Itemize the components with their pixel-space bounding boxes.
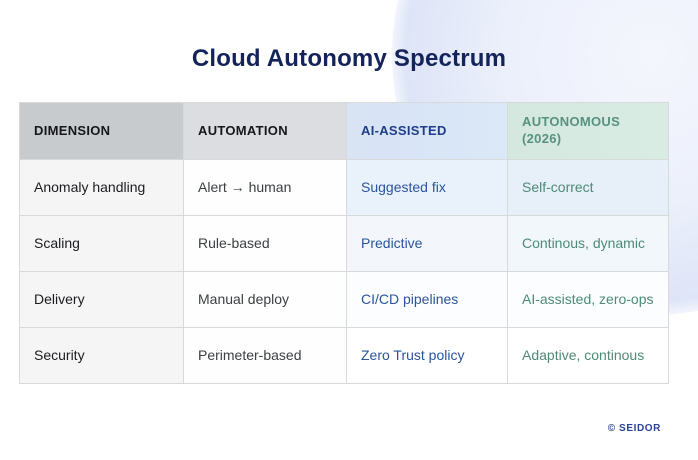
table-cell: Rule-based: [184, 216, 346, 271]
copyright-brand: © SEIDOR: [607, 423, 661, 434]
header-cell-autonomous: AUTONOMOUS (2026): [508, 103, 668, 159]
row-dimension-label: Delivery: [20, 272, 183, 327]
header-cell-automation: AUTOMATION: [184, 103, 346, 159]
row-dimension-label: Scaling: [20, 216, 183, 271]
table-cell: AI-assisted, zero-ops: [508, 272, 668, 327]
page-title: Cloud Autonomy Spectrum: [191, 45, 507, 72]
row-dimension-label: Anomaly handling: [20, 160, 183, 215]
comparison-table: DIMENSION AUTOMATION AI-ASSISTED AUTONOM…: [19, 102, 669, 384]
header-cell-ai-assisted: AI-ASSISTED: [347, 103, 507, 159]
table-cell: CI/CD pipelines: [347, 272, 507, 327]
table-cell: Adaptive, continous: [508, 328, 668, 383]
table-cell: Self-correct: [508, 160, 668, 215]
table-cell: Predictive: [347, 216, 507, 271]
row-dimension-label: Security: [20, 328, 183, 383]
table-cell: Alert → human: [184, 160, 346, 215]
table-cell: Zero Trust policy: [347, 328, 507, 383]
table-cell: Suggested fix: [347, 160, 507, 215]
table-cell: Perimeter-based: [184, 328, 346, 383]
header-cell-dimension: DIMENSION: [20, 103, 183, 159]
table-cell: Manual deploy: [184, 272, 346, 327]
table-cell: Continous, dynamic: [508, 216, 668, 271]
